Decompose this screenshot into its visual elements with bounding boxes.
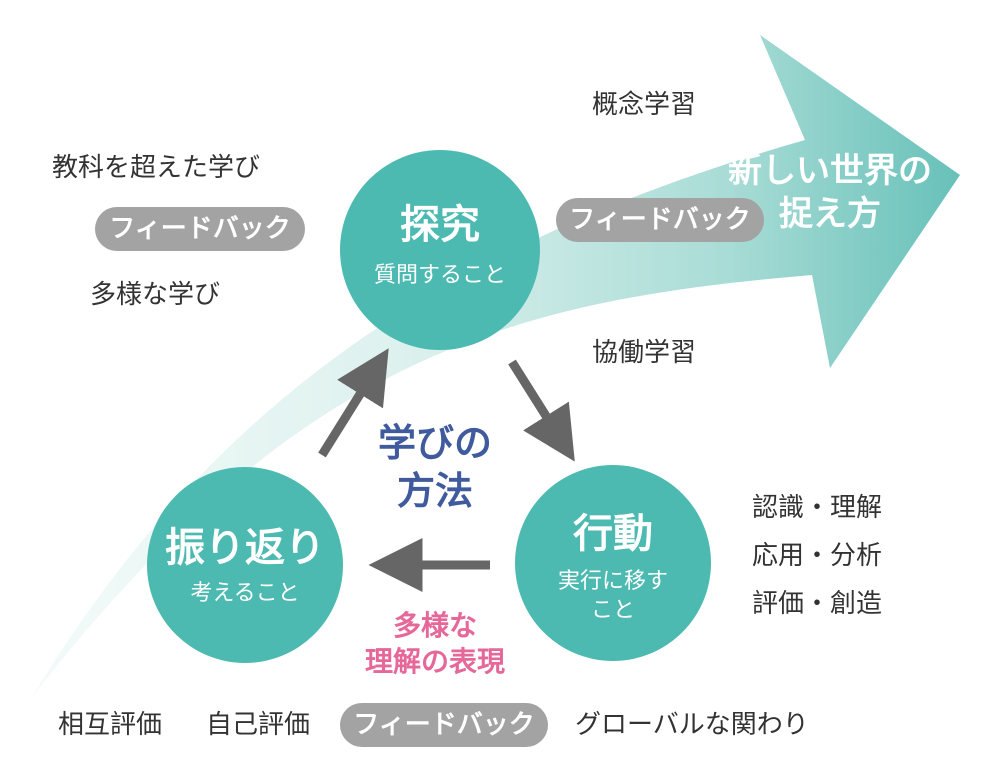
feedback-pill-middle: フィードバック (556, 198, 764, 242)
action-subtitle-line1: 実行に移す (557, 569, 668, 594)
expression-label: 多様な 理解の表現 (350, 608, 520, 681)
expression-line1: 多様な (392, 609, 477, 642)
action-circle (515, 465, 711, 661)
reflection-subtitle: 考えること (190, 581, 300, 606)
goal-line2: 捉え方 (779, 193, 881, 234)
method-label: 学びの 方法 (350, 420, 520, 515)
action-title: 行動 (573, 511, 653, 557)
skill-item-2: 応用・分析 (752, 541, 883, 571)
arrow-inquiry-to-action (508, 359, 575, 462)
skill-item-3: 評価・創造 (752, 589, 883, 619)
reflection-title: 振り返り (165, 525, 325, 571)
action-subtitle: 実行に移す こと (515, 568, 711, 625)
expression-line2: 理解の表現 (364, 645, 505, 679)
inquiry-subtitle: 質問すること (373, 263, 506, 288)
arrow-reflection-to-inquiry (318, 348, 389, 458)
goal-text: 新しい世界の 捉え方 (710, 150, 950, 235)
feedback-pill-bottom: フィードバック (340, 703, 548, 747)
method-line1: 学びの (377, 421, 492, 465)
reflection-circle (147, 467, 343, 663)
inquiry-title: 探究 (400, 202, 480, 248)
label-self-eval: 自己評価 (206, 710, 311, 740)
goal-line1: 新しい世界の (728, 151, 932, 191)
skill-item-1: 認識・理解 (752, 493, 883, 523)
right-skill-list: 認識・理解 応用・分析 評価・創造 (752, 484, 882, 628)
label-global: グローバルな関わり (575, 710, 809, 740)
label-diverse-learning: 多様な学び (90, 280, 221, 310)
label-mutual-eval: 相互評価 (58, 710, 163, 740)
action-subtitle-line2: こと (590, 597, 635, 623)
label-concept-learning: 概念学習 (592, 90, 697, 120)
label-collaborative-learning: 協働学習 (592, 338, 697, 368)
method-line2: 方法 (396, 468, 473, 513)
label-cross-subject: 教科を超えた学び (52, 153, 261, 183)
feedback-pill-left: フィードバック (95, 207, 305, 251)
inquiry-circle (340, 150, 540, 350)
